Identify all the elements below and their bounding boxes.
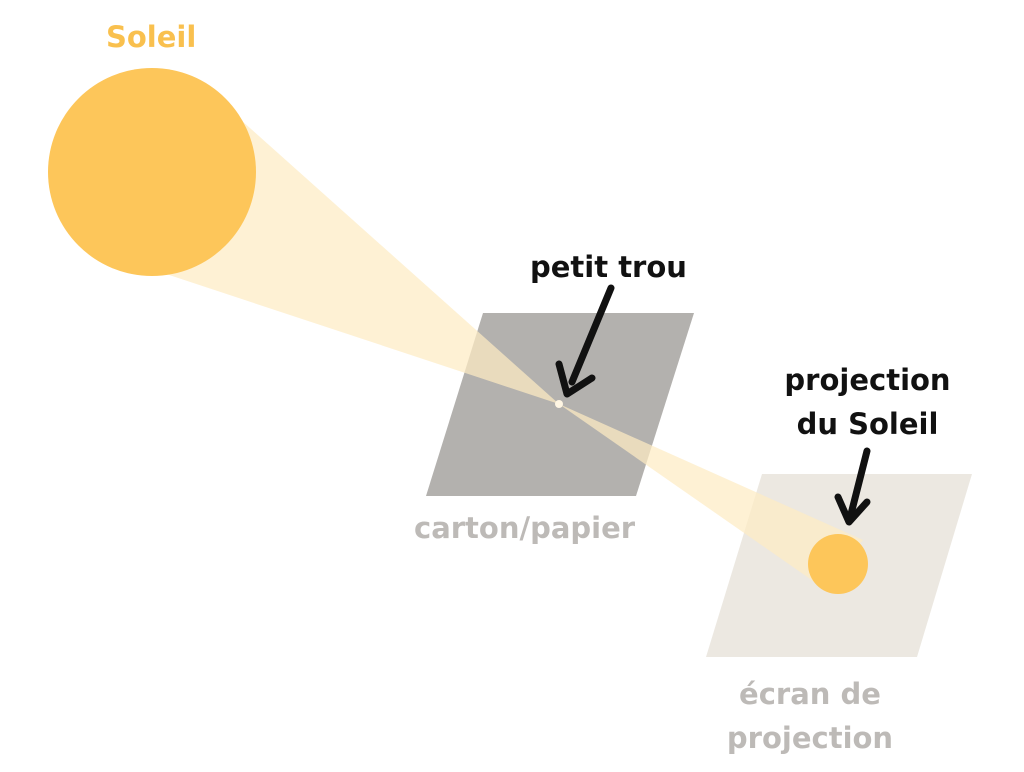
screen-label-line-1: écran de xyxy=(739,677,881,711)
projection-label-line-2: du Soleil xyxy=(796,407,939,441)
pinhole-dot xyxy=(555,400,563,408)
projection-label: projection du Soleil xyxy=(760,358,975,446)
sun-label: Soleil xyxy=(106,20,197,54)
outgoing-light-beam xyxy=(559,404,863,590)
sun-projection-disc xyxy=(808,534,868,594)
projection-label-line-1: projection xyxy=(784,363,951,397)
sun-disc xyxy=(48,68,256,276)
screen-label-line-2: projection xyxy=(726,721,894,755)
projection-arrow xyxy=(834,447,871,526)
screen-label: écran de projection xyxy=(705,672,915,760)
pinhole-label: petit trou xyxy=(530,250,687,284)
cardboard-label: carton/papier xyxy=(414,511,636,545)
pinhole-arrow xyxy=(555,284,615,398)
